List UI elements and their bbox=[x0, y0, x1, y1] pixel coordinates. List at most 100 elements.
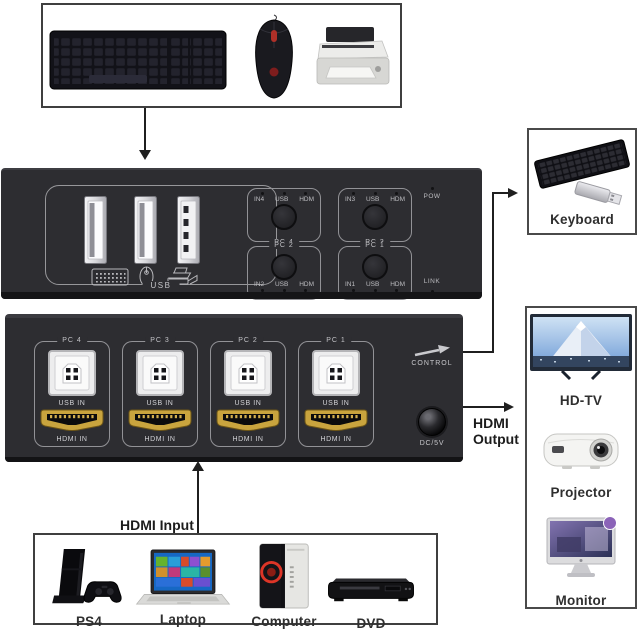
usb-b-port-icon bbox=[312, 350, 360, 396]
ps4-item: PS4 bbox=[45, 547, 133, 629]
pc3-led-row bbox=[339, 192, 411, 195]
laptop-item: Laptop bbox=[135, 549, 231, 627]
hdmi-input-box: PS4 Laptop bbox=[33, 533, 438, 629]
peripherals-box bbox=[41, 3, 402, 108]
led-label: IN1 bbox=[345, 281, 356, 288]
arrow-up-icon bbox=[192, 461, 204, 471]
laptop-label: Laptop bbox=[159, 612, 207, 627]
monitor-item: Monitor bbox=[527, 516, 635, 608]
pc2-section-label: PC 2 bbox=[233, 337, 263, 344]
hdmi-port-icon bbox=[216, 409, 280, 431]
hdmi-port-icon bbox=[40, 409, 104, 431]
usb-a-port-printer bbox=[177, 196, 200, 264]
hdmi-output-line2: Output bbox=[473, 431, 519, 447]
peripherals-connector-line bbox=[144, 108, 146, 152]
ps4-label: PS4 bbox=[75, 614, 103, 629]
dc-power-label: DC/5V bbox=[419, 440, 445, 447]
projector-label: Projector bbox=[550, 485, 612, 500]
pc2-label: PC 2 bbox=[269, 242, 299, 249]
pc2-select-button bbox=[271, 254, 297, 280]
computer-image bbox=[259, 543, 309, 609]
usb-b-port-icon bbox=[48, 350, 96, 396]
arrow-down-icon bbox=[139, 150, 151, 160]
hdmi-output-connector bbox=[463, 406, 505, 408]
usb-in-label: USB IN bbox=[234, 400, 262, 407]
usb-console-panel: USB bbox=[45, 185, 277, 290]
dvd-player-image bbox=[328, 578, 414, 602]
display-output-box: HD-TV Projector bbox=[525, 306, 637, 609]
led-label: IN4 bbox=[254, 196, 265, 203]
monitor-image bbox=[546, 516, 617, 577]
dc-power-jack bbox=[418, 408, 446, 436]
link-led-label: LINK bbox=[423, 278, 441, 285]
usb-in-label: USB IN bbox=[146, 400, 174, 407]
link-led-group: LINK bbox=[415, 278, 449, 293]
pc1-selector-group: PC 1 IN1 USB HDM bbox=[338, 242, 412, 300]
led-label: USB bbox=[274, 281, 289, 288]
pc1-select-button bbox=[362, 254, 388, 280]
pc4-led-row bbox=[248, 192, 320, 195]
pc4-select-button bbox=[271, 204, 297, 230]
pc3-section-label: PC 3 bbox=[145, 337, 175, 344]
pc3-input-section: PC 3 USB IN HDMI IN bbox=[122, 337, 198, 447]
keyboard-connector-seg1 bbox=[463, 351, 494, 353]
pc1-section-label: PC 1 bbox=[321, 337, 351, 344]
link-led bbox=[430, 290, 434, 293]
usb-in-label: USB IN bbox=[58, 400, 86, 407]
usb-flash-drive-icon bbox=[574, 181, 623, 205]
input-connector-line bbox=[197, 470, 199, 533]
hdtv-label: HD-TV bbox=[559, 393, 603, 408]
pc2-led-row bbox=[248, 289, 320, 292]
usb-a-port-keyboard bbox=[84, 196, 107, 264]
control-slider-icon bbox=[414, 345, 450, 357]
keyboard-icon bbox=[91, 268, 129, 286]
hdtv-image bbox=[530, 314, 632, 381]
led-label: HDM bbox=[390, 196, 405, 203]
power-led bbox=[430, 187, 434, 190]
hdmi-output-label: HDMI Output bbox=[473, 415, 519, 447]
control-label: CONTROL bbox=[411, 360, 453, 367]
power-led-group: POW bbox=[415, 187, 449, 200]
arrow-right-output-icon bbox=[504, 402, 514, 412]
keyboard-box-label: Keyboard bbox=[550, 212, 614, 227]
led-label: HDM bbox=[299, 281, 314, 288]
laptop-image bbox=[135, 549, 231, 605]
led-label: USB bbox=[365, 281, 380, 288]
dc-power-group: DC/5V bbox=[408, 408, 456, 447]
usb-panel-label: USB bbox=[142, 281, 180, 290]
led-label: IN2 bbox=[254, 281, 265, 288]
power-led-label: POW bbox=[423, 193, 441, 200]
keyboard-output-box: Keyboard bbox=[527, 128, 637, 235]
pc3-select-button bbox=[362, 204, 388, 230]
led-label: IN3 bbox=[345, 196, 356, 203]
usb-in-label: USB IN bbox=[322, 400, 350, 407]
hdmi-output-line1: HDMI bbox=[473, 415, 509, 431]
monitor-label: Monitor bbox=[555, 593, 607, 608]
pc1-input-section: PC 1 USB IN HDMI IN bbox=[298, 337, 374, 447]
pc4-selector-group: IN4 USB HDM PC 4 bbox=[247, 188, 321, 246]
led-label: HDM bbox=[299, 196, 314, 203]
usb-b-port-icon bbox=[224, 350, 272, 396]
usb-a-port-mouse bbox=[134, 196, 157, 264]
kvm-switch-top-panel: USB IN4 USB HDM PC 4 IN3 USB HDM PC 3 bbox=[1, 168, 482, 300]
projector-item: Projector bbox=[527, 428, 635, 500]
dvd-item: DVD bbox=[321, 571, 421, 629]
hdmi-port-icon bbox=[128, 409, 192, 431]
hdmi-port-icon bbox=[304, 409, 368, 431]
pc3-selector-group: IN3 USB HDM PC 3 bbox=[338, 188, 412, 246]
kvm-switch-rear-panel: PC 4 USB IN HDMI IN PC 3 bbox=[5, 314, 463, 462]
hdmi-in-label: HDMI IN bbox=[232, 436, 264, 443]
hdtv-item: HD-TV bbox=[527, 314, 635, 408]
keyboard-image-small bbox=[534, 139, 630, 189]
mouse-image bbox=[255, 14, 293, 99]
arrow-right-keyboard-icon bbox=[508, 188, 518, 198]
projector-image bbox=[543, 433, 619, 469]
control-switch-group: CONTROL bbox=[408, 343, 456, 367]
keyboard-connector-seg3 bbox=[492, 192, 509, 194]
pc4-section-label: PC 4 bbox=[57, 337, 87, 344]
pc2-input-section: PC 2 USB IN HDMI IN bbox=[210, 337, 286, 447]
hdmi-in-label: HDMI IN bbox=[320, 436, 352, 443]
pc1-led-row bbox=[339, 289, 411, 292]
dvd-label: DVD bbox=[356, 616, 386, 629]
